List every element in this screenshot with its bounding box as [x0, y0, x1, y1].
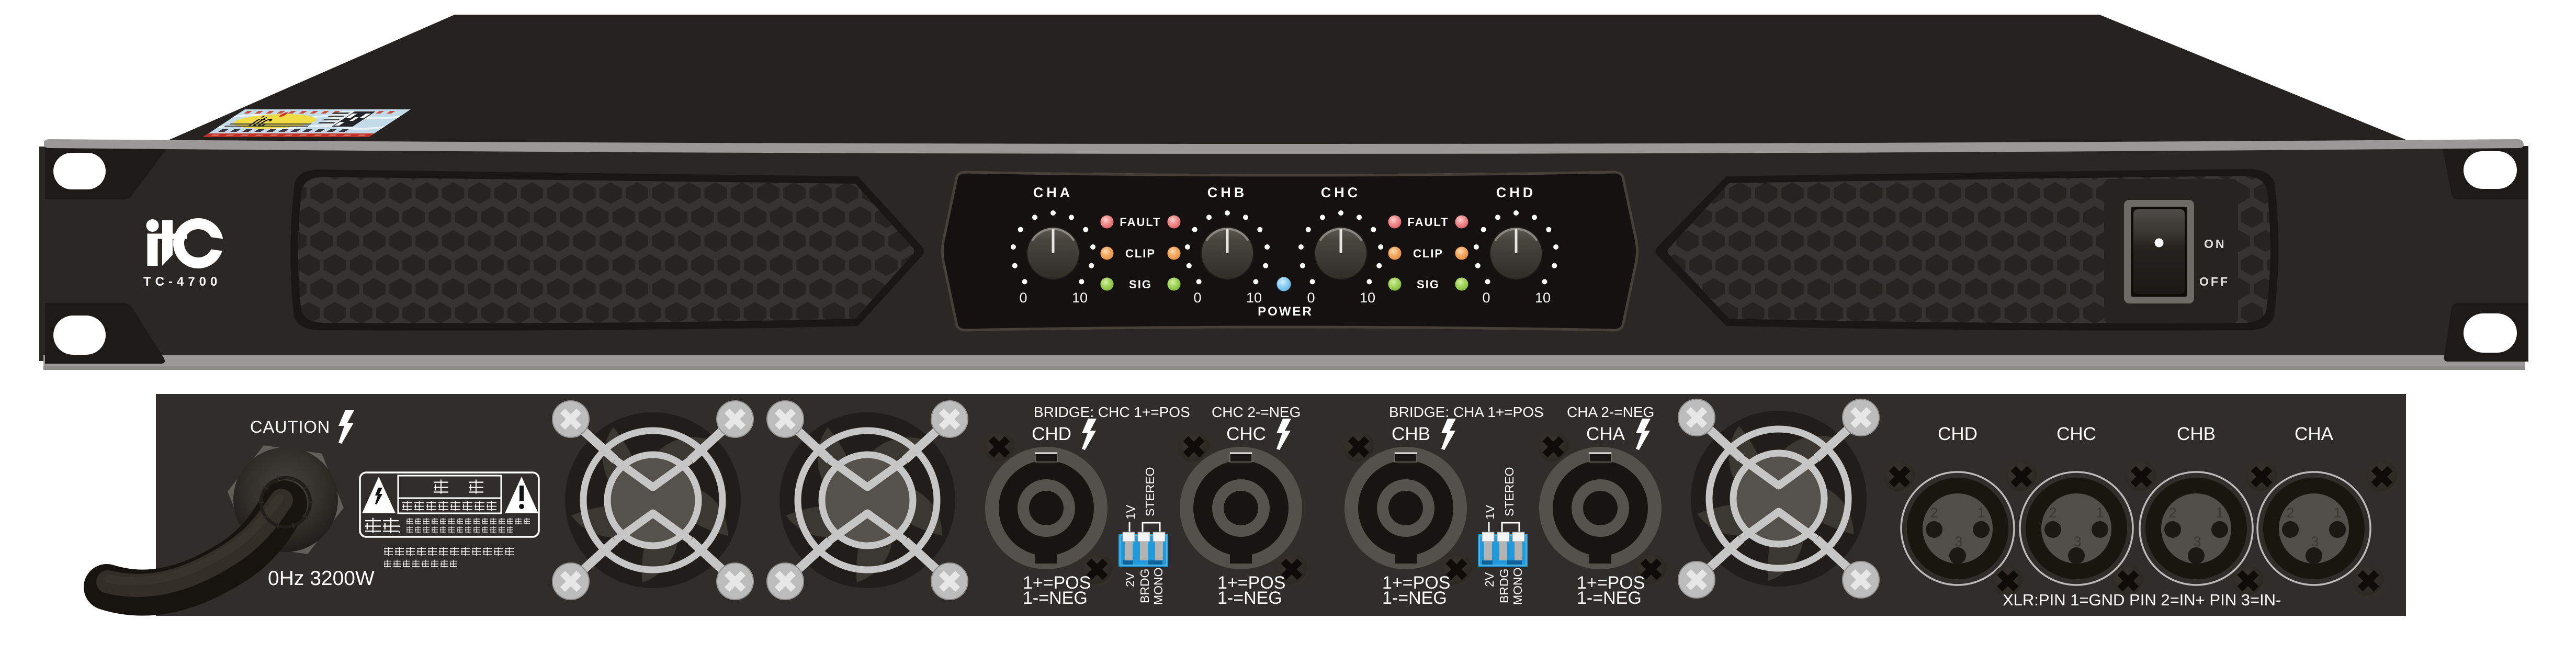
svg-text:CHA 2-=NEG: CHA 2-=NEG	[1567, 404, 1654, 420]
svg-text:CAUTION: CAUTION	[250, 418, 330, 436]
svg-text:CHC: CHC	[1226, 424, 1266, 444]
svg-text:0: 0	[1193, 290, 1201, 306]
svg-text:1: 1	[2333, 505, 2341, 521]
svg-text:1V: 1V	[1124, 504, 1137, 520]
svg-text:3: 3	[2193, 534, 2201, 549]
svg-text:XLR:PIN 1=GND PIN 2=IN+ PIN 3=: XLR:PIN 1=GND PIN 2=IN+ PIN 3=IN-	[2003, 591, 2281, 609]
svg-text:BRIDGE: CHA 1+=POS: BRIDGE: CHA 1+=POS	[1389, 404, 1544, 420]
svg-text:2: 2	[2049, 505, 2057, 521]
svg-text:CHA: CHA	[1033, 185, 1074, 200]
svg-text:10: 10	[1072, 290, 1088, 306]
svg-text:2V: 2V	[1483, 572, 1496, 587]
svg-text:CHC 2-=NEG: CHC 2-=NEG	[1212, 404, 1301, 420]
svg-text::: :	[398, 520, 401, 536]
svg-text:BRDG: BRDG	[1497, 569, 1511, 603]
svg-text:1: 1	[2216, 505, 2223, 521]
svg-text:2V: 2V	[1123, 572, 1137, 587]
svg-text:10: 10	[1246, 290, 1262, 306]
svg-text:CHB: CHB	[2177, 424, 2216, 444]
svg-text:FAULT: FAULT	[1407, 216, 1449, 229]
svg-text:2: 2	[1930, 505, 1938, 521]
svg-text:0: 0	[1307, 290, 1315, 306]
svg-text:10: 10	[1535, 290, 1551, 306]
svg-text:STEREO: STEREO	[1143, 467, 1157, 516]
svg-text:FAULT: FAULT	[1120, 216, 1161, 229]
svg-text:3: 3	[1954, 534, 1962, 549]
svg-text:1+=POS: 1+=POS	[1023, 573, 1091, 593]
svg-text:CLIP: CLIP	[1125, 247, 1156, 260]
svg-text:3: 3	[2073, 534, 2081, 549]
svg-text:SIG: SIG	[1129, 278, 1152, 291]
svg-text:BRIDGE: CHC 1+=POS: BRIDGE: CHC 1+=POS	[1034, 404, 1190, 420]
svg-text:CHD: CHD	[1938, 424, 1978, 444]
svg-text:POWER: POWER	[1258, 305, 1313, 319]
svg-text:CHC: CHC	[2057, 424, 2096, 444]
svg-text:0: 0	[1019, 290, 1027, 306]
svg-text:0Hz 3200W: 0Hz 3200W	[268, 567, 375, 590]
svg-text:CHA: CHA	[1586, 424, 1625, 444]
svg-text:CHB: CHB	[1207, 185, 1248, 200]
svg-text:1+=POS: 1+=POS	[1217, 573, 1285, 593]
svg-text:3: 3	[2311, 534, 2319, 549]
svg-text:1: 1	[2096, 505, 2104, 521]
svg-text:1-=NEG: 1-=NEG	[1382, 588, 1447, 608]
svg-text:MONO: MONO	[1151, 567, 1165, 605]
svg-text:CHA: CHA	[2295, 424, 2334, 444]
svg-text:CHD: CHD	[1032, 424, 1071, 444]
svg-text:MONO: MONO	[1511, 567, 1524, 605]
svg-text:1V: 1V	[1483, 504, 1497, 520]
svg-text:1-=NEG: 1-=NEG	[1577, 588, 1642, 608]
svg-text:1-=NEG: 1-=NEG	[1023, 588, 1088, 608]
svg-text:CHD: CHD	[1496, 185, 1536, 200]
svg-text:ON: ON	[2204, 237, 2227, 251]
svg-text:2: 2	[2286, 505, 2294, 521]
svg-text:1-=NEG: 1-=NEG	[1217, 588, 1282, 608]
svg-text:SIG: SIG	[1417, 278, 1440, 291]
svg-text:1: 1	[1977, 505, 1985, 521]
svg-text:OFF: OFF	[2199, 275, 2230, 288]
svg-text:CLIP: CLIP	[1413, 247, 1443, 260]
svg-text:10: 10	[1360, 290, 1375, 306]
svg-text:TC-4700: TC-4700	[143, 275, 221, 289]
svg-text:STEREO: STEREO	[1502, 467, 1516, 516]
svg-text:CHC: CHC	[1321, 185, 1361, 200]
svg-text:CHB: CHB	[1392, 424, 1430, 444]
svg-text:1+=POS: 1+=POS	[1382, 573, 1450, 593]
svg-text:0: 0	[1482, 290, 1490, 306]
svg-text:BRDG: BRDG	[1138, 569, 1151, 603]
svg-text:2: 2	[2168, 505, 2176, 521]
svg-text:1+=POS: 1+=POS	[1577, 573, 1645, 593]
